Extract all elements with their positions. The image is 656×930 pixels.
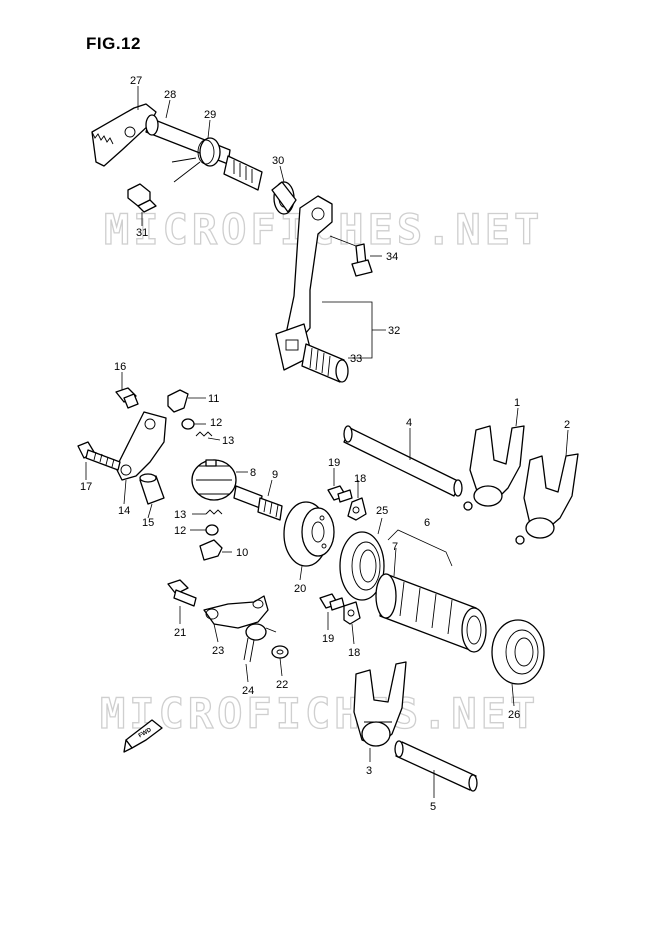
- part-14-cam-stopper: [115, 411, 167, 481]
- callout-15: 15: [142, 517, 154, 529]
- callout-24: 24: [242, 685, 254, 697]
- callout-18-upper: 18: [354, 473, 366, 485]
- callout-13-lower: 13: [174, 509, 186, 521]
- part-19-bolt-lower: [319, 593, 345, 611]
- part-2-shift-fork: [515, 453, 579, 545]
- callout-10: 10: [236, 547, 248, 559]
- callout-5: 5: [430, 801, 436, 813]
- callout-4: 4: [406, 417, 412, 429]
- callout-22: 22: [276, 679, 288, 691]
- part-22-washer: [271, 645, 289, 659]
- part-4-fork-shaft: [343, 425, 463, 497]
- callout-27: 27: [130, 75, 142, 87]
- callout-12-lower: 12: [174, 525, 186, 537]
- part-10-pawl: [199, 539, 223, 561]
- callout-33: 33: [350, 353, 362, 365]
- part-16-bolt: [115, 387, 139, 409]
- part-18-washer-upper: [347, 497, 367, 521]
- callout-30: 30: [272, 155, 284, 167]
- part-31-bolt: [127, 183, 157, 213]
- part-12-pin-upper: [181, 418, 195, 430]
- callout-12-upper: 12: [210, 417, 222, 429]
- callout-7: 7: [392, 541, 398, 553]
- callout-3: 3: [366, 765, 372, 777]
- part-8-pawl-holder: [191, 459, 237, 501]
- callout-9: 9: [272, 469, 278, 481]
- part-13-spring-upper: [195, 431, 213, 437]
- callout-25: 25: [376, 505, 388, 517]
- part-23-shift-arm: [203, 595, 269, 629]
- callout-32: 32: [388, 325, 400, 337]
- callouts: 27 28 29 30 31 34 32 33 16 11 12 13 17 1…: [80, 75, 570, 813]
- callout-29: 29: [204, 109, 216, 121]
- part-11-stopper-plate: [167, 389, 189, 413]
- callout-28: 28: [164, 89, 176, 101]
- callout-2: 2: [564, 419, 570, 431]
- part-1-shift-fork: [463, 425, 525, 511]
- part-20-cam-driven-gear: [283, 501, 335, 567]
- callout-18-lower: 18: [348, 647, 360, 659]
- part-13-spring-lower: [205, 509, 223, 515]
- bracket-6-7: [387, 529, 453, 577]
- part-17-bolt: [77, 441, 121, 471]
- callout-14: 14: [118, 505, 130, 517]
- callout-19-lower: 19: [322, 633, 334, 645]
- callout-20: 20: [294, 583, 306, 595]
- part-19-bolt-upper: [327, 485, 353, 503]
- part-18-washer-lower: [343, 601, 361, 625]
- part-29-return-spring: [171, 137, 221, 183]
- callout-8: 8: [250, 467, 256, 479]
- part-15-collar: [139, 473, 165, 505]
- callout-17: 17: [80, 481, 92, 493]
- callout-6: 6: [424, 517, 430, 529]
- callout-13-upper: 13: [222, 435, 234, 447]
- part-3-shift-fork: [353, 661, 407, 747]
- part-24-spring: [243, 623, 277, 663]
- part-27-shift-arm: [91, 103, 157, 167]
- leader-34: [329, 235, 357, 247]
- part-6-shift-cam: [375, 573, 487, 653]
- callout-1: 1: [514, 397, 520, 409]
- leader-lines: [85, 86, 569, 798]
- part-32-gear-shift-lever: [275, 195, 349, 383]
- callout-21: 21: [174, 627, 186, 639]
- part-12-pin-lower: [205, 524, 219, 536]
- part-34-bolt: [351, 243, 373, 277]
- bracket-32-33: [322, 301, 386, 359]
- part-26-bearing: [491, 619, 545, 685]
- callout-23: 23: [212, 645, 224, 657]
- callout-31: 31: [136, 227, 148, 239]
- part-5-fork-shaft: [394, 740, 478, 792]
- callout-16: 16: [114, 361, 126, 373]
- part-25-bearing: [339, 531, 385, 601]
- part-21-bolt: [167, 579, 197, 607]
- callout-11: 11: [208, 393, 219, 405]
- callout-19-upper: 19: [328, 457, 340, 469]
- forward-arrow-icon: FWD: [123, 719, 163, 753]
- callout-26: 26: [508, 709, 520, 721]
- part-9-shaft: [233, 485, 283, 521]
- part-30-oil-seal: [271, 181, 297, 215]
- callout-34: 34: [386, 251, 398, 263]
- watermark-bottom: MICROFICHES.NET: [100, 689, 539, 738]
- figure-title: FIG.12: [86, 34, 141, 53]
